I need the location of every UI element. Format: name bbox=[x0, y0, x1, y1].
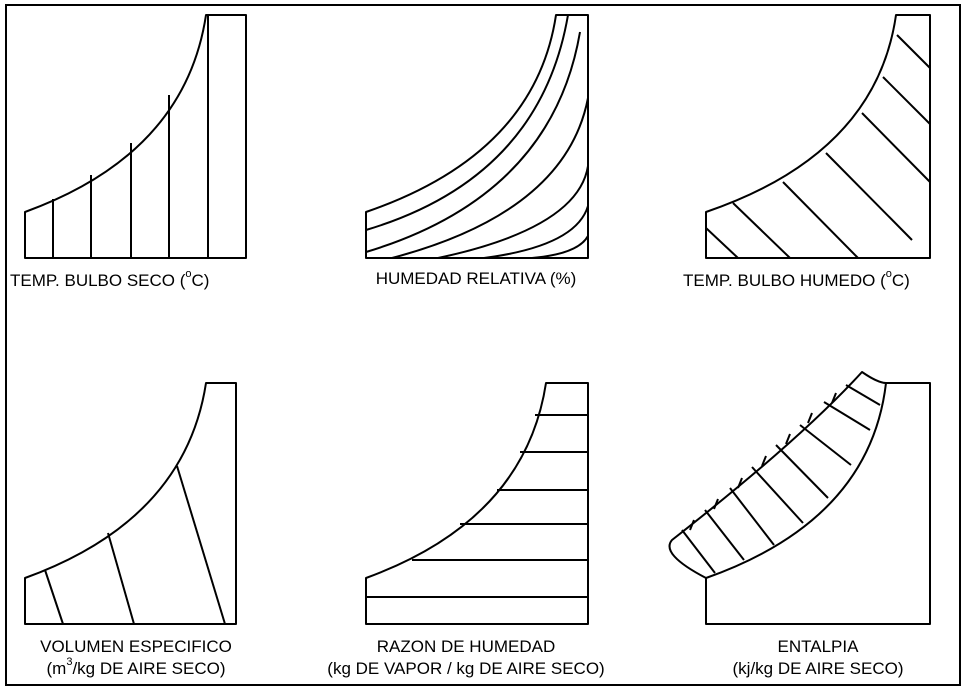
panel-humidity-ratio bbox=[365, 382, 589, 625]
enthalpy-ticks bbox=[689, 392, 837, 531]
label-enthalpy-units: (kj/kg DE AIRE SECO) bbox=[732, 659, 904, 678]
chart-outline bbox=[24, 14, 247, 259]
label-specific-volume-units: (m3/kg DE AIRE SECO) bbox=[46, 656, 226, 678]
label-relative-humidity: HUMEDAD RELATIVA (%) bbox=[375, 269, 577, 288]
enthalpy-scale-curve bbox=[668, 371, 887, 579]
dry-bulb-lines bbox=[52, 15, 209, 258]
chart-outline bbox=[705, 14, 931, 259]
label-humidity-ratio: RAZON DE HUMEDAD (kg DE VAPOR / kg DE AI… bbox=[327, 637, 604, 679]
label-wet-bulb: TEMP. BULBO HUMEDO (oC) bbox=[683, 268, 910, 290]
wet-bulb-lines bbox=[705, 34, 931, 259]
label-specific-volume-title: VOLUMEN ESPECIFICO bbox=[40, 637, 232, 656]
label-humidity-ratio-title: RAZON DE HUMEDAD bbox=[376, 637, 556, 656]
label-enthalpy-title: ENTALPIA bbox=[777, 637, 859, 656]
chart-outline bbox=[705, 382, 931, 625]
label-enthalpy: ENTALPIA (kj/kg DE AIRE SECO) bbox=[733, 637, 904, 679]
humidity-ratio-lines bbox=[366, 414, 588, 598]
label-specific-volume: VOLUMEN ESPECIFICO (m3/kg DE AIRE SECO) bbox=[40, 637, 232, 679]
relative-humidity-curves bbox=[365, 14, 589, 259]
panel-specific-volume bbox=[24, 382, 237, 625]
chart-outline bbox=[24, 382, 237, 625]
chart-outline bbox=[365, 382, 589, 625]
panel-relative-humidity bbox=[365, 14, 589, 259]
label-humidity-ratio-units: (kg DE VAPOR / kg DE AIRE SECO) bbox=[327, 659, 605, 678]
label-dry-bulb: TEMP. BULBO SECO (oC) bbox=[10, 268, 210, 290]
specific-volume-lines bbox=[44, 465, 226, 625]
panel-enthalpy bbox=[668, 371, 931, 625]
enthalpy-lines bbox=[681, 384, 881, 574]
chart-outline bbox=[365, 14, 589, 259]
panel-wet-bulb bbox=[705, 14, 931, 259]
panel-dry-bulb bbox=[24, 14, 247, 259]
